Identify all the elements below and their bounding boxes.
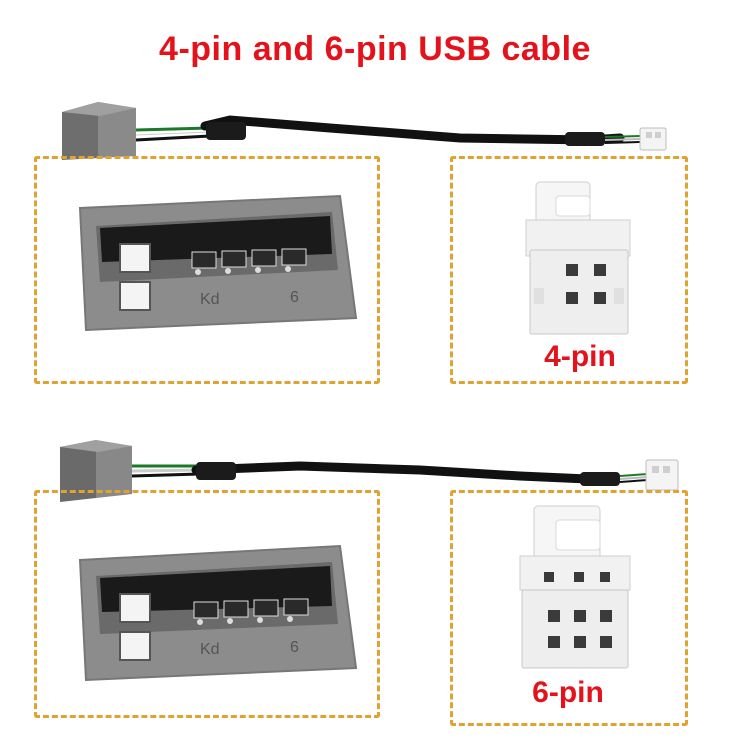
- svg-text:Kd: Kd: [200, 291, 220, 308]
- page-title: 4-pin and 6-pin USB cable: [159, 30, 591, 68]
- cable-assembly-top: [62, 102, 667, 160]
- housing-closeup-top: Kd 6: [78, 194, 358, 332]
- connector-4pin: [525, 181, 631, 335]
- label-6pin: 6-pin: [532, 676, 604, 709]
- connector-frame-4pin: [450, 156, 688, 384]
- housing-frame-bottom: [34, 490, 380, 718]
- svg-text:6: 6: [290, 639, 299, 656]
- housing-frame-top: [34, 156, 380, 384]
- connector-frame-6pin: [450, 490, 688, 726]
- housing-closeup-bottom: Kd 6: [78, 544, 358, 682]
- cable-assembly-bottom: [60, 440, 679, 502]
- label-4pin: 4-pin: [544, 340, 616, 373]
- svg-text:Kd: Kd: [200, 641, 220, 658]
- svg-text:6: 6: [290, 289, 299, 306]
- connector-6pin: [519, 505, 631, 669]
